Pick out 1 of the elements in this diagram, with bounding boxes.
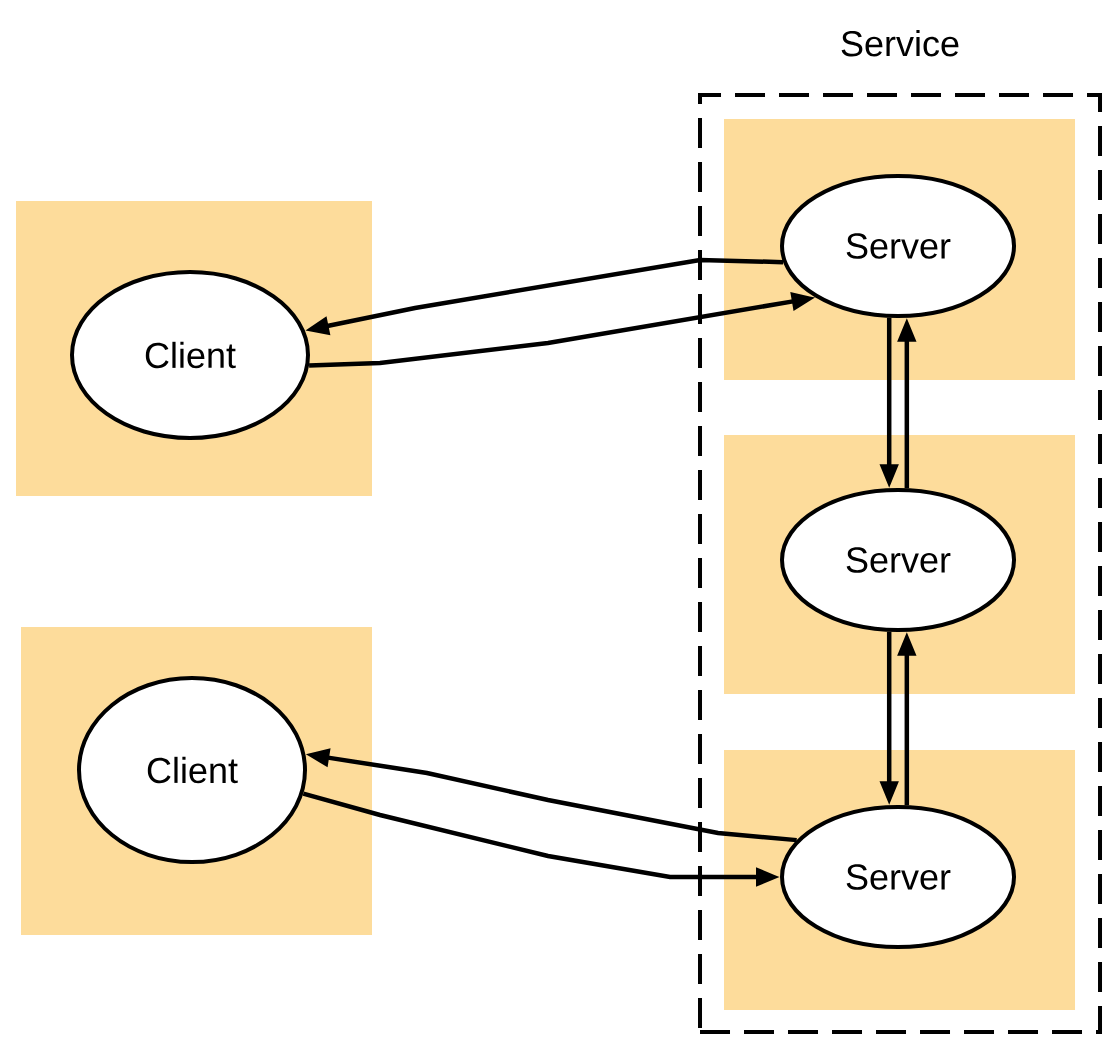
node-label: Service	[841, 30, 959, 57]
